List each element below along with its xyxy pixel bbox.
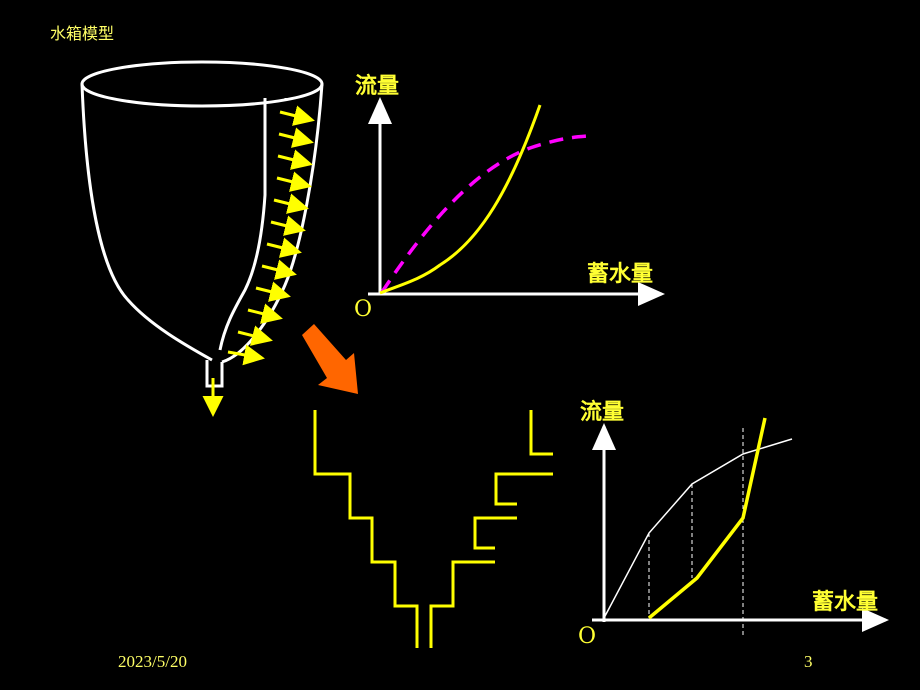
slide-title: 水箱模型 (50, 24, 115, 43)
stepped-tank (313, 410, 553, 648)
outflow-arrow (261, 259, 297, 280)
stepped-tank-right-wall (429, 560, 495, 648)
stepped-tank-step-2 (494, 472, 553, 506)
upper-origin-label: O (354, 297, 373, 322)
lower-white-curve (603, 438, 793, 619)
slide-date: 2023/5/20 (118, 652, 187, 671)
tank-illustration (80, 60, 324, 388)
stepped-tank-left-wall (313, 410, 419, 648)
upper-dashed-curve (380, 134, 589, 293)
outflow-arrow (237, 325, 273, 346)
upper-y-axis-label: 流量 (355, 74, 400, 99)
outflow-arrow (247, 303, 283, 324)
lower-yellow-curve (647, 417, 767, 620)
tank-inner-wall (218, 98, 267, 351)
upper-yellow-curve (379, 104, 542, 295)
outflow-arrow (227, 344, 265, 366)
lower-x-axis-label: 蓄水量 (812, 590, 879, 615)
outflow-arrow (273, 193, 309, 214)
lower-origin-label: O (578, 624, 597, 649)
outflow-arrow (270, 215, 306, 236)
outflow-arrows (202, 105, 315, 417)
outflow-arrow (278, 127, 314, 148)
lower-graph (592, 417, 889, 636)
outflow-arrow (279, 105, 315, 126)
transition-arrow (302, 324, 358, 394)
upper-graph (368, 97, 665, 306)
outflow-arrow (266, 237, 302, 258)
outflow-arrow (277, 149, 313, 170)
lower-y-axis-label: 流量 (580, 400, 625, 425)
slide-page-number: 3 (804, 652, 813, 671)
outflow-arrow (255, 281, 291, 302)
tank-body-left (80, 83, 213, 362)
outflow-arrow (276, 171, 312, 192)
stepped-tank-step-1 (529, 410, 553, 456)
upper-x-axis-label: 蓄水量 (587, 262, 654, 287)
stepped-tank-step-3 (473, 516, 517, 550)
